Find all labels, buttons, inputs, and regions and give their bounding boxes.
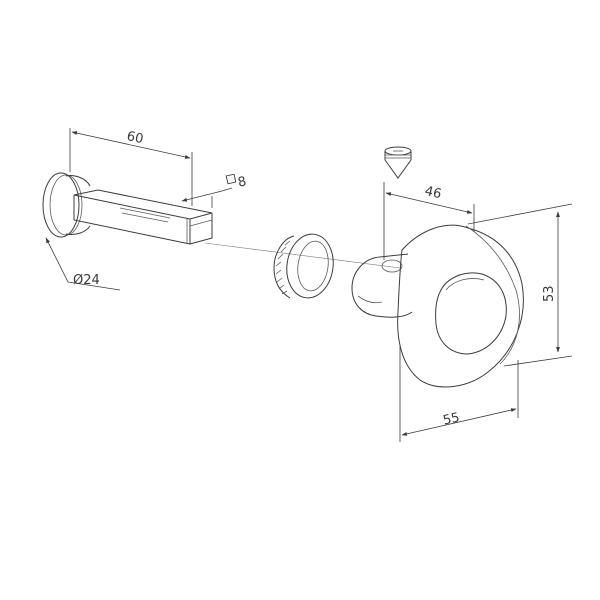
dimension-rose-diameter: Ø24	[45, 237, 121, 291]
dimension-spindle-square: 8	[181, 173, 248, 208]
dimension-label-46: 46	[423, 184, 442, 202]
dimension-knob-width: 55	[399, 346, 519, 442]
grub-screw	[384, 146, 412, 179]
square-symbol-icon	[225, 173, 237, 185]
dimension-label-diameter-24: Ø24	[73, 273, 100, 288]
spindle-bar	[73, 189, 213, 245]
door-knob	[351, 224, 524, 388]
dimension-label-53: 53	[542, 285, 557, 302]
knob-bushing	[273, 233, 334, 299]
dimension-knob-height: 53	[467, 203, 573, 367]
rose-escutcheon	[42, 172, 91, 238]
dimension-spindle-length: 60	[69, 128, 193, 206]
dimension-label-55: 55	[442, 410, 461, 428]
dimension-knob-depth: 46	[383, 182, 475, 260]
center-axis-line	[204, 242, 401, 269]
dimension-label-60: 60	[125, 129, 144, 147]
dimension-label-8: 8	[237, 174, 248, 190]
